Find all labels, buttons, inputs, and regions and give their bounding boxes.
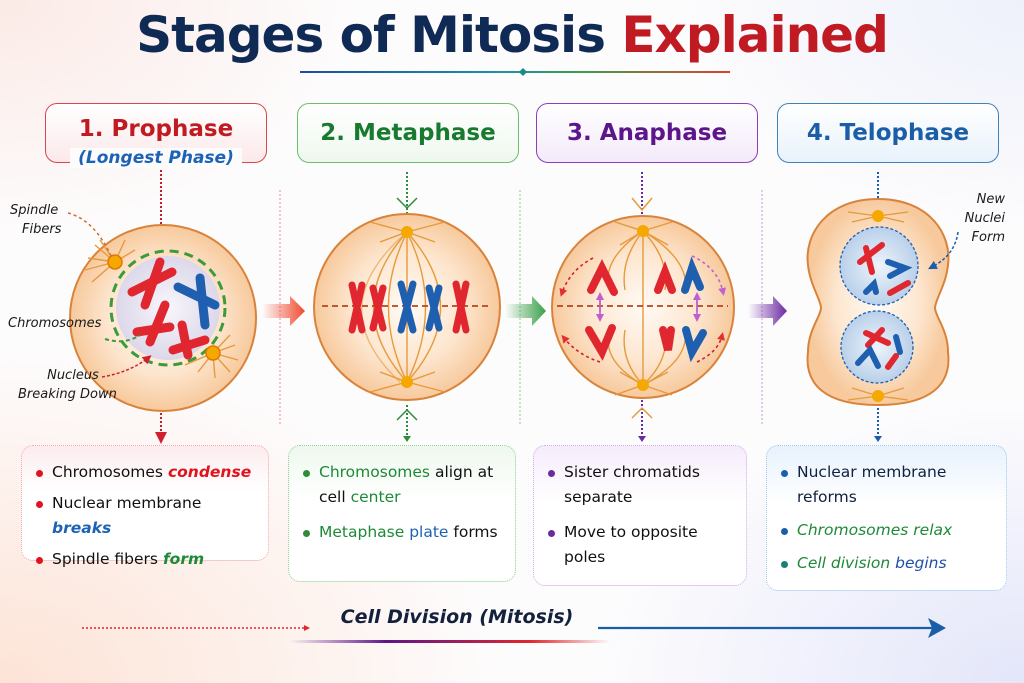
plain-text: Nuclear membrane	[52, 494, 202, 512]
bullet-text: Move to opposite poles	[564, 520, 734, 570]
label-line: Spindle	[10, 203, 59, 218]
chromosomes	[348, 280, 470, 334]
arrow-right-icon	[262, 296, 305, 326]
highlight-text: plate	[409, 523, 449, 541]
bullet-text: Nuclear membrane reforms	[797, 460, 994, 510]
bullet-text: Sister chromatids separate	[564, 460, 734, 510]
plain-text: Spindle fibers	[52, 550, 163, 568]
centrosome-icon	[637, 379, 649, 391]
bullet-text: Chromosomes align at cell center	[319, 460, 503, 510]
label-line: Nuclei	[964, 211, 1005, 226]
highlight-text: Nuclear membrane reforms	[797, 463, 947, 506]
label-spindle-fibers: Spindle Fibers	[10, 201, 61, 239]
highlight-text: breaks	[52, 519, 112, 537]
plain-text: Chromosomes	[52, 463, 168, 481]
title-main: Stages of Mitosis	[136, 6, 606, 64]
anaphase-cell	[551, 172, 735, 442]
phase-title-telophase: 4. Telophase	[777, 103, 999, 163]
diamond-icon	[519, 68, 527, 76]
bullet-item: Chromosomes condense	[36, 460, 256, 485]
bullet-dot-icon	[781, 528, 788, 535]
centrosome-icon	[401, 226, 413, 238]
phase-title-text: 1. Prophase	[78, 116, 234, 142]
title-accent: Explained	[621, 6, 889, 64]
label-line: Form	[971, 230, 1005, 245]
centrosome-icon	[872, 210, 884, 222]
highlight-text: Chromosomes	[319, 463, 431, 481]
prophase-subtitle: (Longest Phase)	[70, 148, 242, 168]
bullet-text: Nuclear membrane breaks	[52, 491, 256, 541]
plain-text: forms	[448, 523, 498, 541]
bullet-item: Move to opposite poles	[548, 520, 734, 570]
label-new-nuclei-form: New Nuclei Form	[963, 190, 1005, 247]
bullet-item: Cell division begins	[781, 551, 994, 576]
bullet-text: Chromosomes condense	[52, 460, 256, 485]
label-line: Nucleus	[47, 368, 99, 383]
nucleus-bottom	[840, 310, 914, 384]
bullet-text: Chromosomes relax	[797, 518, 994, 543]
title-underline	[300, 68, 730, 76]
bullet-item: Spindle fibers form	[36, 547, 256, 572]
highlight-text: condense	[167, 463, 252, 481]
arrow-right-icon	[748, 296, 787, 326]
chromosomes	[127, 257, 220, 360]
centrosome-icon	[872, 390, 884, 402]
bullet-dot-icon	[303, 530, 310, 537]
bullet-dot-icon	[548, 530, 555, 537]
label-nucleus-breaking-down: Nucleus Breaking Down	[18, 366, 117, 404]
bullet-item: Chromosomes relax	[781, 518, 994, 543]
bullet-dot-icon	[303, 470, 310, 477]
footer-underline	[290, 640, 610, 643]
phase-title-text: 4. Telophase	[806, 120, 970, 146]
plain-text: Sister chromatids separate	[564, 463, 700, 506]
phase-title-text: 2. Metaphase	[320, 120, 496, 146]
label-line: Fibers	[22, 222, 62, 237]
bullet-text: Cell division begins	[797, 551, 994, 576]
page-title: Stages of Mitosis Explained	[0, 6, 1024, 64]
phase-title-text: 3. Anaphase	[566, 120, 728, 146]
highlight-text: Metaphase	[319, 523, 405, 541]
bullet-dot-icon	[36, 470, 43, 477]
bullet-dot-icon	[548, 470, 555, 477]
plain-text: align at cell	[319, 463, 494, 506]
highlight-text: center	[350, 488, 401, 506]
bullet-text: Spindle fibers form	[52, 547, 256, 572]
highlight-text: Cell division	[797, 554, 891, 572]
arrow-right-icon	[928, 618, 946, 638]
centrosome-icon	[205, 345, 221, 361]
highlight-text: begins	[890, 554, 947, 572]
bullet-dot-icon	[781, 470, 788, 477]
phase-title-anaphase: 3. Anaphase	[536, 103, 758, 163]
centrosome-icon	[401, 376, 413, 388]
metaphase-cell	[313, 172, 501, 442]
bullet-text: Metaphase plate forms	[319, 520, 503, 545]
prophase-cell	[67, 170, 257, 444]
bullet-dot-icon	[781, 561, 788, 568]
footer-label: Cell Division (Mitosis)	[340, 606, 574, 628]
bullet-item: Chromosomes align at cell center	[303, 460, 503, 510]
phase-title-metaphase: 2. Metaphase	[297, 103, 519, 163]
plain-text: Move to opposite poles	[564, 523, 698, 566]
bullet-dot-icon	[36, 501, 43, 508]
bullet-item: Nuclear membrane breaks	[36, 491, 256, 541]
label-line: New	[976, 192, 1005, 207]
bullet-item: Nuclear membrane reforms	[781, 460, 994, 510]
telophase-cell	[806, 172, 959, 442]
chromosomes	[585, 256, 707, 363]
bullet-dot-icon	[36, 557, 43, 564]
chromosomes	[855, 242, 913, 370]
bullet-item: Metaphase plate forms	[303, 520, 503, 545]
centrosome-icon	[637, 225, 649, 237]
bullet-item: Sister chromatids separate	[548, 460, 734, 510]
highlight-text: form	[162, 550, 205, 568]
label-chromosomes: Chromosomes	[8, 316, 102, 331]
arrow-right-icon	[505, 296, 546, 326]
label-line: Breaking Down	[18, 387, 117, 402]
centrosome-icon	[107, 254, 123, 270]
highlight-text: Chromosomes relax	[797, 521, 953, 539]
